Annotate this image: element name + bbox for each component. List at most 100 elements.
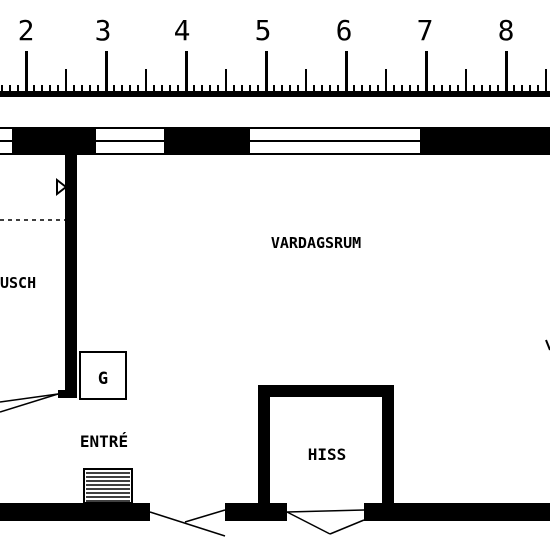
ruler-tick [153,85,155,91]
ruler-tick [441,85,443,91]
window-middle [96,129,164,153]
top-wall [0,127,550,155]
ruler-tick [473,85,475,91]
ruler-tick [257,85,259,91]
ruler-major-tick [25,51,28,91]
ruler-baseline [0,91,550,97]
ruler-number-4: 4 [174,14,191,47]
ruler-tick [369,85,371,91]
ruler-tick [329,85,331,91]
ruler-tick [457,85,459,91]
ruler-tick [89,85,91,91]
ruler-major-tick [105,51,108,91]
ruler-tick [361,85,363,91]
wall-stub [58,390,77,398]
window-left [0,129,12,153]
ruler-tick [73,85,75,91]
ruler-tick [417,85,419,91]
ruler: 2 3 4 5 6 7 8 [0,14,550,97]
shower-door-swing [0,393,59,413]
room-label-shower: USCH [0,274,36,292]
ruler-tick [521,85,523,91]
window-right [250,129,420,153]
ruler-tick [297,85,299,91]
ruler-tick [313,85,315,91]
ruler-major-tick [345,51,348,91]
elevator-shaft [258,385,394,505]
ruler-tick [65,69,67,91]
ruler-tick [393,85,395,91]
ruler-tick [385,69,387,91]
ruler-tick [321,85,323,91]
ruler-tick [201,85,203,91]
ruler-tick [177,85,179,91]
ruler-major-tick [265,51,268,91]
ruler-tick [377,85,379,91]
cabinet-box [79,351,127,400]
ruler-tick [233,85,235,91]
ruler-tick [481,85,483,91]
ruler-tick [225,69,227,91]
ruler-tick [513,85,515,91]
ruler-tick [289,85,291,91]
ruler-tick [145,69,147,91]
ruler-tick [113,85,115,91]
ruler-tick [41,85,43,91]
ruler-tick [465,69,467,91]
ruler-tick [33,85,35,91]
ruler-tick [281,85,283,91]
entrance-door-swing [149,509,226,537]
ruler-tick [241,85,243,91]
wall-segment [0,503,150,521]
ruler-tick [433,85,435,91]
ruler-tick [17,85,19,91]
ruler-major-tick [505,51,508,91]
ruler-tick [273,85,275,91]
ruler-tick [49,85,51,91]
elevator-label: HISS [308,445,347,464]
ruler-tick [161,85,163,91]
ruler-number-3: 3 [95,14,112,47]
ruler-tick [529,85,531,91]
ruler-tick [489,85,491,91]
doormat-icon [83,468,133,504]
ruler-tick [97,85,99,91]
cabinet-label: G [98,369,108,389]
edge-mark [545,339,550,351]
elevator-door-swing [286,509,365,535]
ruler-number-6: 6 [336,14,353,47]
ruler-number-8: 8 [498,14,515,47]
ruler-major-tick [425,51,428,91]
wall-segment [225,503,287,521]
ruler-tick [137,85,139,91]
ruler-tick [217,85,219,91]
ruler-tick [337,85,339,91]
room-label-living-room: VARDAGSRUM [271,234,361,252]
ruler-ticks [1,51,547,91]
room-label-entrance: ENTRÉ [80,432,128,451]
interior-wall-vertical [65,155,77,398]
ruler-major-tick [185,51,188,91]
ruler-tick [81,85,83,91]
ruler-tick [57,85,59,91]
ruler-tick [249,85,251,91]
ruler-tick [401,85,403,91]
ruler-tick [353,85,355,91]
ruler-tick [497,85,499,91]
ruler-tick [305,69,307,91]
ruler-tick [193,85,195,91]
bottom-wall [0,503,550,521]
door-stop-marker [56,177,68,197]
ruler-tick [409,85,411,91]
ruler-tick [121,85,123,91]
ruler-tick [545,69,547,91]
ruler-number-2: 2 [18,14,35,47]
ruler-number-7: 7 [417,14,434,47]
ruler-tick [449,85,451,91]
ruler-tick [209,85,211,91]
ruler-tick [169,85,171,91]
ruler-tick [537,85,539,91]
ruler-tick [1,85,3,91]
ruler-tick [129,85,131,91]
